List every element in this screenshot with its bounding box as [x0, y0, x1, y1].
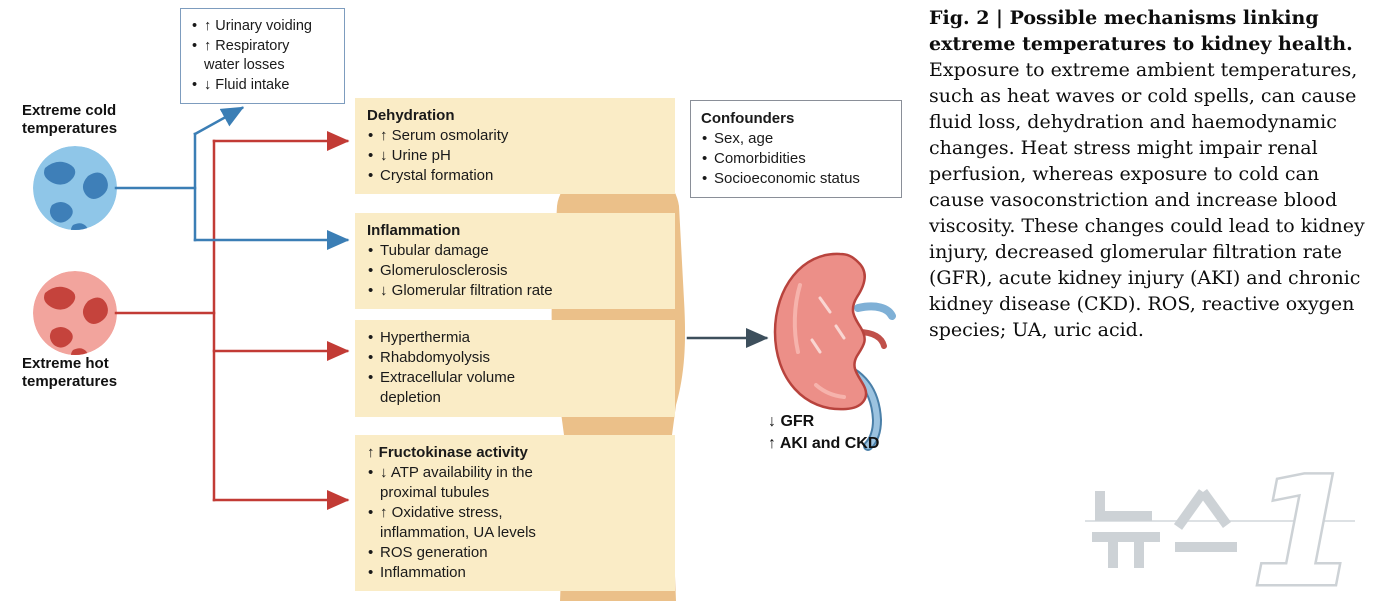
mechanism-item: Hyperthermia — [367, 328, 663, 348]
mechanism-box-inflammation: Inflammation Tubular damage Glomeruloscl… — [355, 213, 675, 309]
caption-title: Fig. 2 | Possible mechanisms linking ext… — [929, 7, 1353, 55]
fluid-loss-box: ↑ Urinary voiding ↑ Respiratory water lo… — [180, 8, 345, 104]
mechanism-item: ↓ ATP availability in the proximal tubul… — [367, 463, 575, 503]
box-title: ↑ Fructokinase activity — [367, 444, 528, 461]
mechanism-item: ↓ Urine pH — [367, 146, 663, 166]
svg-text:1: 1 — [1252, 446, 1356, 606]
mechanism-item: Crystal formation — [367, 166, 663, 186]
mechanism-item: ROS generation — [367, 543, 663, 563]
mechanism-box-heat-effects: Hyperthermia Rhabdomyolysis Extracellula… — [355, 320, 675, 417]
fluid-loss-item: ↑ Respiratory water losses — [191, 37, 309, 76]
confounders-box: Confounders Sex, age Comorbidities Socio… — [690, 100, 902, 198]
mechanism-item: ↑ Serum osmolarity — [367, 126, 663, 146]
box-title: Dehydration — [367, 107, 455, 124]
flow-arrows — [114, 106, 769, 510]
hot-temperatures-label: Extreme hot temperatures — [22, 355, 118, 390]
figure-caption: Fig. 2 | Possible mechanisms linking ext… — [929, 5, 1380, 343]
mechanism-item: Tubular damage — [367, 241, 663, 261]
outcome-aki-ckd-label: ↑ AKI and CKD — [768, 435, 880, 452]
fluid-loss-item: ↓ Fluid intake — [191, 76, 334, 96]
fluid-loss-item: ↑ Urinary voiding — [191, 17, 334, 37]
kidney-icon — [773, 252, 896, 451]
outcome-gfr-label: ↓ GFR — [768, 413, 815, 430]
box-title: Inflammation — [367, 222, 461, 239]
kidney-outcome-labels: ↓ GFR ↑ AKI and CKD — [768, 411, 879, 455]
watermark: 1 — [1085, 444, 1359, 606]
mechanism-item: Glomerulosclerosis — [367, 261, 663, 281]
confounder-item: Socioeconomic status — [701, 169, 891, 189]
mechanism-item: ↑ Oxidative stress, inflammation, UA lev… — [367, 503, 560, 543]
mechanism-box-fructokinase: ↑ Fructokinase activity ↓ ATP availabili… — [355, 435, 675, 591]
confounder-item: Comorbidities — [701, 149, 891, 169]
mechanism-item: Inflammation — [367, 563, 663, 583]
mechanism-item: Extracellular volume depletion — [367, 368, 555, 408]
cold-temperatures-label: Extreme cold temperatures — [22, 102, 118, 137]
mechanism-box-dehydration: Dehydration ↑ Serum osmolarity ↓ Urine p… — [355, 98, 675, 194]
caption-body: Exposure to extreme ambient temperatures… — [929, 59, 1365, 341]
hot-globe-icon — [33, 271, 117, 355]
mechanism-item: ↓ Glomerular filtration rate — [367, 281, 663, 301]
confounder-item: Sex, age — [701, 129, 891, 149]
cold-globe-icon — [33, 146, 117, 230]
mechanism-item: Rhabdomyolysis — [367, 348, 663, 368]
confounders-title: Confounders — [701, 110, 795, 127]
